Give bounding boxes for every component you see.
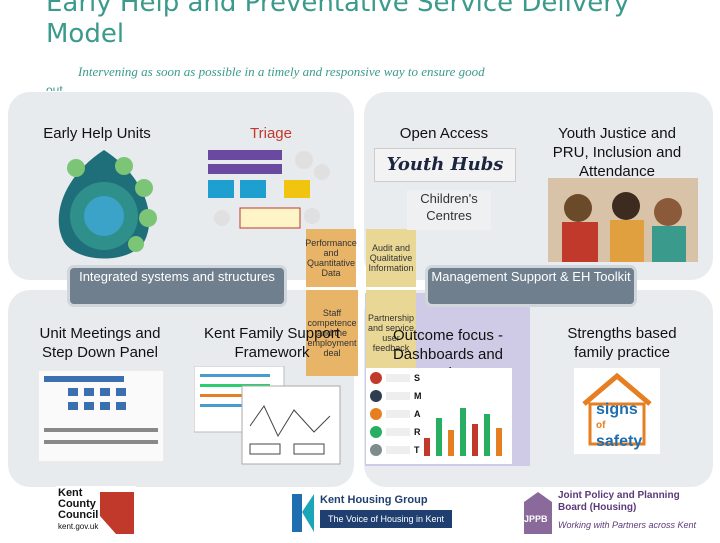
kent-county-council-logo: Kent County Council kent.gov.uk	[56, 486, 136, 538]
smart-s: S	[414, 373, 420, 383]
jppb-badge: JPPB	[524, 514, 548, 524]
label-youth-justice: Youth Justice and PRU, Inclusion and Att…	[552, 125, 682, 180]
kcc-line2: County	[58, 498, 96, 510]
youth-hubs-logo: Youth Hubs	[374, 148, 516, 182]
jppb-tagline: Working with Partners across Kent	[558, 520, 697, 530]
jppb-name1: Joint Policy and Planning	[558, 490, 680, 501]
of-word: of	[596, 420, 606, 431]
kent-housing-group-logo: Kent Housing Group The Voice of Housing …	[290, 490, 452, 536]
triage-flowchart	[208, 150, 330, 229]
signs-of-safety-logo: signs of safety	[574, 368, 660, 454]
safety-word: safety	[596, 433, 643, 450]
title-line1: Early Help and Preventative Service Deli…	[46, 0, 630, 18]
label-open-access: Open Access	[399, 125, 489, 142]
kent-family-framework-docs	[194, 366, 341, 465]
integrated-systems-banner: Integrated systems and structures	[70, 268, 284, 304]
hub-audit: Audit and Qualitative Information	[366, 229, 416, 287]
subtitle-overflow: out	[46, 83, 63, 91]
smart-t: T	[414, 445, 420, 455]
kcc-line4: kent.gov.uk	[58, 522, 99, 531]
label-triage: Triage	[250, 125, 292, 142]
house-icon	[582, 372, 652, 446]
khg-tagline: The Voice of Housing in Kent	[320, 510, 452, 528]
step-down-document	[38, 370, 164, 462]
outcome-dashboard: S M A R T	[366, 368, 512, 464]
kcc-line1: Kent	[58, 487, 83, 499]
management-support-banner: Management Support & EH Toolkit	[428, 268, 634, 304]
label-unit-meetings: Unit Meetings and Step Down Panel	[39, 325, 161, 361]
page-title: Early Help and Preventative Service Deli…	[46, 0, 686, 50]
jppb-name2: Board (Housing)	[558, 502, 637, 513]
hub-staff: Staff competence and the employment deal	[306, 290, 358, 376]
kcc-line3: Council	[58, 509, 99, 521]
khg-mark-icon	[292, 494, 314, 532]
label-kent-family: Kent Family Support Framework	[204, 325, 340, 361]
jppb-badge-icon	[524, 492, 552, 534]
early-help-units-diagram	[58, 150, 157, 259]
title-line2: Model	[46, 19, 125, 49]
smart-m: M	[414, 391, 422, 401]
label-early-help-units: Early Help Units	[43, 125, 151, 142]
jppb-logo: JPPB Joint Policy and Planning Board (Ho…	[520, 488, 700, 538]
smart-a: A	[414, 409, 421, 419]
label-strengths-based: Strengths based family practice	[567, 325, 677, 361]
hub-partnership: Partnership and service user feedback	[366, 290, 416, 376]
childrens-centres-label: Children's Centres	[407, 190, 491, 230]
page-subtitle: Intervening as soon as possible in a tim…	[78, 64, 485, 79]
khg-name: Kent Housing Group	[320, 494, 428, 506]
hub-performance: Performance and Quantitative Data	[305, 229, 357, 287]
signs-word: signs	[596, 401, 638, 418]
smart-r: R	[414, 427, 421, 437]
family-photo	[548, 178, 698, 262]
